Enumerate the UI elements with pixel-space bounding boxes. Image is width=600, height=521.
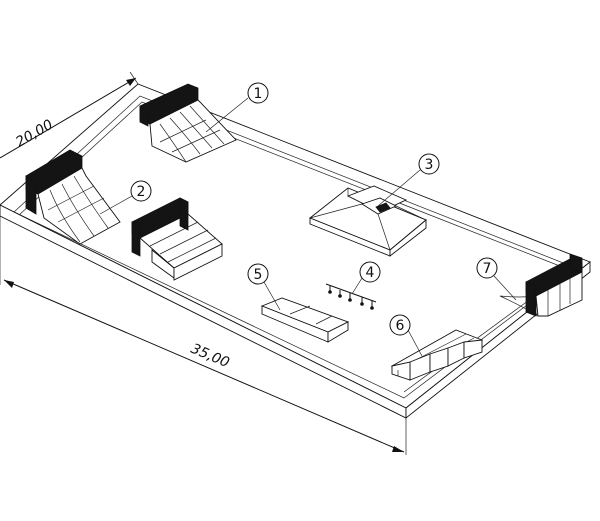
- callout-6: 6: [389, 314, 411, 336]
- width-label: 20,00: [13, 117, 56, 151]
- callout-7-label: 7: [483, 261, 492, 277]
- park-slab: [0, 83, 591, 419]
- callout-5: 5: [247, 263, 269, 285]
- callout-4: 4: [359, 261, 381, 283]
- callout-leaders: [99, 97, 517, 357]
- quarter-pipe-1: [139, 83, 237, 163]
- callout-4-label: 4: [366, 265, 375, 281]
- callout-3-label: 3: [425, 157, 434, 173]
- funbox-3: [309, 185, 427, 257]
- callout-2: 2: [130, 180, 152, 202]
- callout-7: 7: [476, 257, 498, 279]
- manual-pad-5: [260, 297, 350, 343]
- quarter-pipe-7: [499, 253, 583, 317]
- callout-2-label: 2: [137, 184, 146, 200]
- length-label: 35,00: [188, 341, 231, 371]
- callout-6-label: 6: [396, 318, 405, 334]
- grind-rail-4: [325, 283, 377, 310]
- callout-1-label: 1: [254, 86, 263, 102]
- callout-3: 3: [418, 153, 440, 175]
- stair-box-2: [131, 197, 223, 281]
- stair-box-6: [390, 329, 484, 381]
- quarter-pipe-2: [25, 149, 121, 245]
- callout-5-label: 5: [254, 267, 263, 283]
- callout-1: 1: [247, 82, 269, 104]
